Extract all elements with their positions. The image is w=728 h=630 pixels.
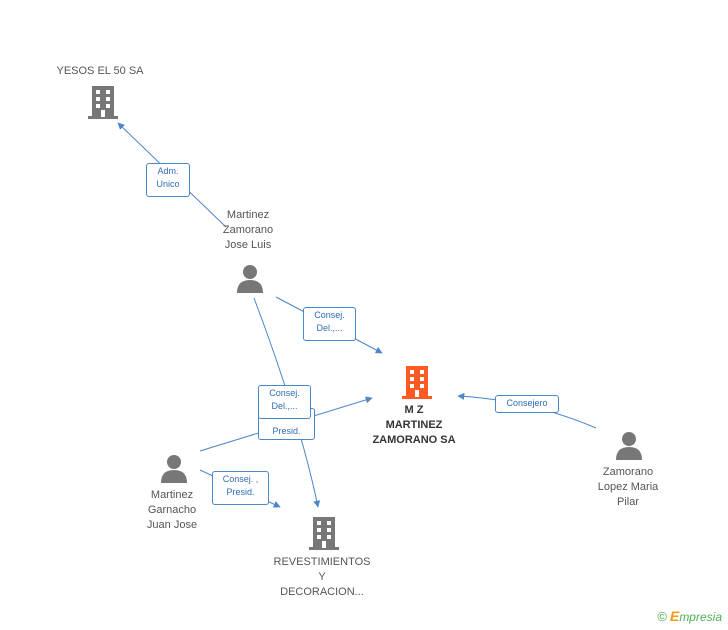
person-label-jose-luis[interactable]: Martinez Zamorano Jose Luis — [222, 209, 274, 251]
brand-logo: © Empresia — [657, 608, 722, 624]
brand-name: mpresia — [679, 610, 722, 624]
building-icon[interactable] — [87, 84, 119, 125]
edge-label-consej-del-revest: Consej. Del.,... — [258, 385, 311, 419]
person-label-maria-pilar[interactable]: Zamorano Lopez Maria Pilar — [597, 466, 659, 508]
edge-label-adm-unico: Adm. Unico — [146, 163, 190, 197]
building-icon[interactable] — [401, 364, 433, 405]
company-label-revestimientos[interactable]: REVESTIMIENTOS Y DECORACION... — [273, 556, 371, 598]
company-label-yesos[interactable]: YESOS EL 50 SA — [56, 65, 144, 77]
edge-label-consejero: Consejero — [495, 395, 559, 413]
person-label-juan-jose[interactable]: Martinez Garnacho Juan Jose — [146, 489, 198, 531]
building-icon[interactable] — [308, 515, 340, 556]
brand-initial: E — [669, 608, 680, 624]
edge-label-consej-del-mz: Consej. Del.,... — [303, 307, 356, 341]
company-label-mz[interactable]: M Z MARTINEZ ZAMORANO SA — [372, 404, 456, 446]
edge-label-consej-presid: Consej. , Presid. — [212, 471, 269, 505]
person-icon[interactable] — [235, 263, 265, 298]
person-icon[interactable] — [614, 430, 644, 465]
copyright-icon: © — [657, 608, 667, 624]
person-icon[interactable] — [159, 453, 189, 488]
